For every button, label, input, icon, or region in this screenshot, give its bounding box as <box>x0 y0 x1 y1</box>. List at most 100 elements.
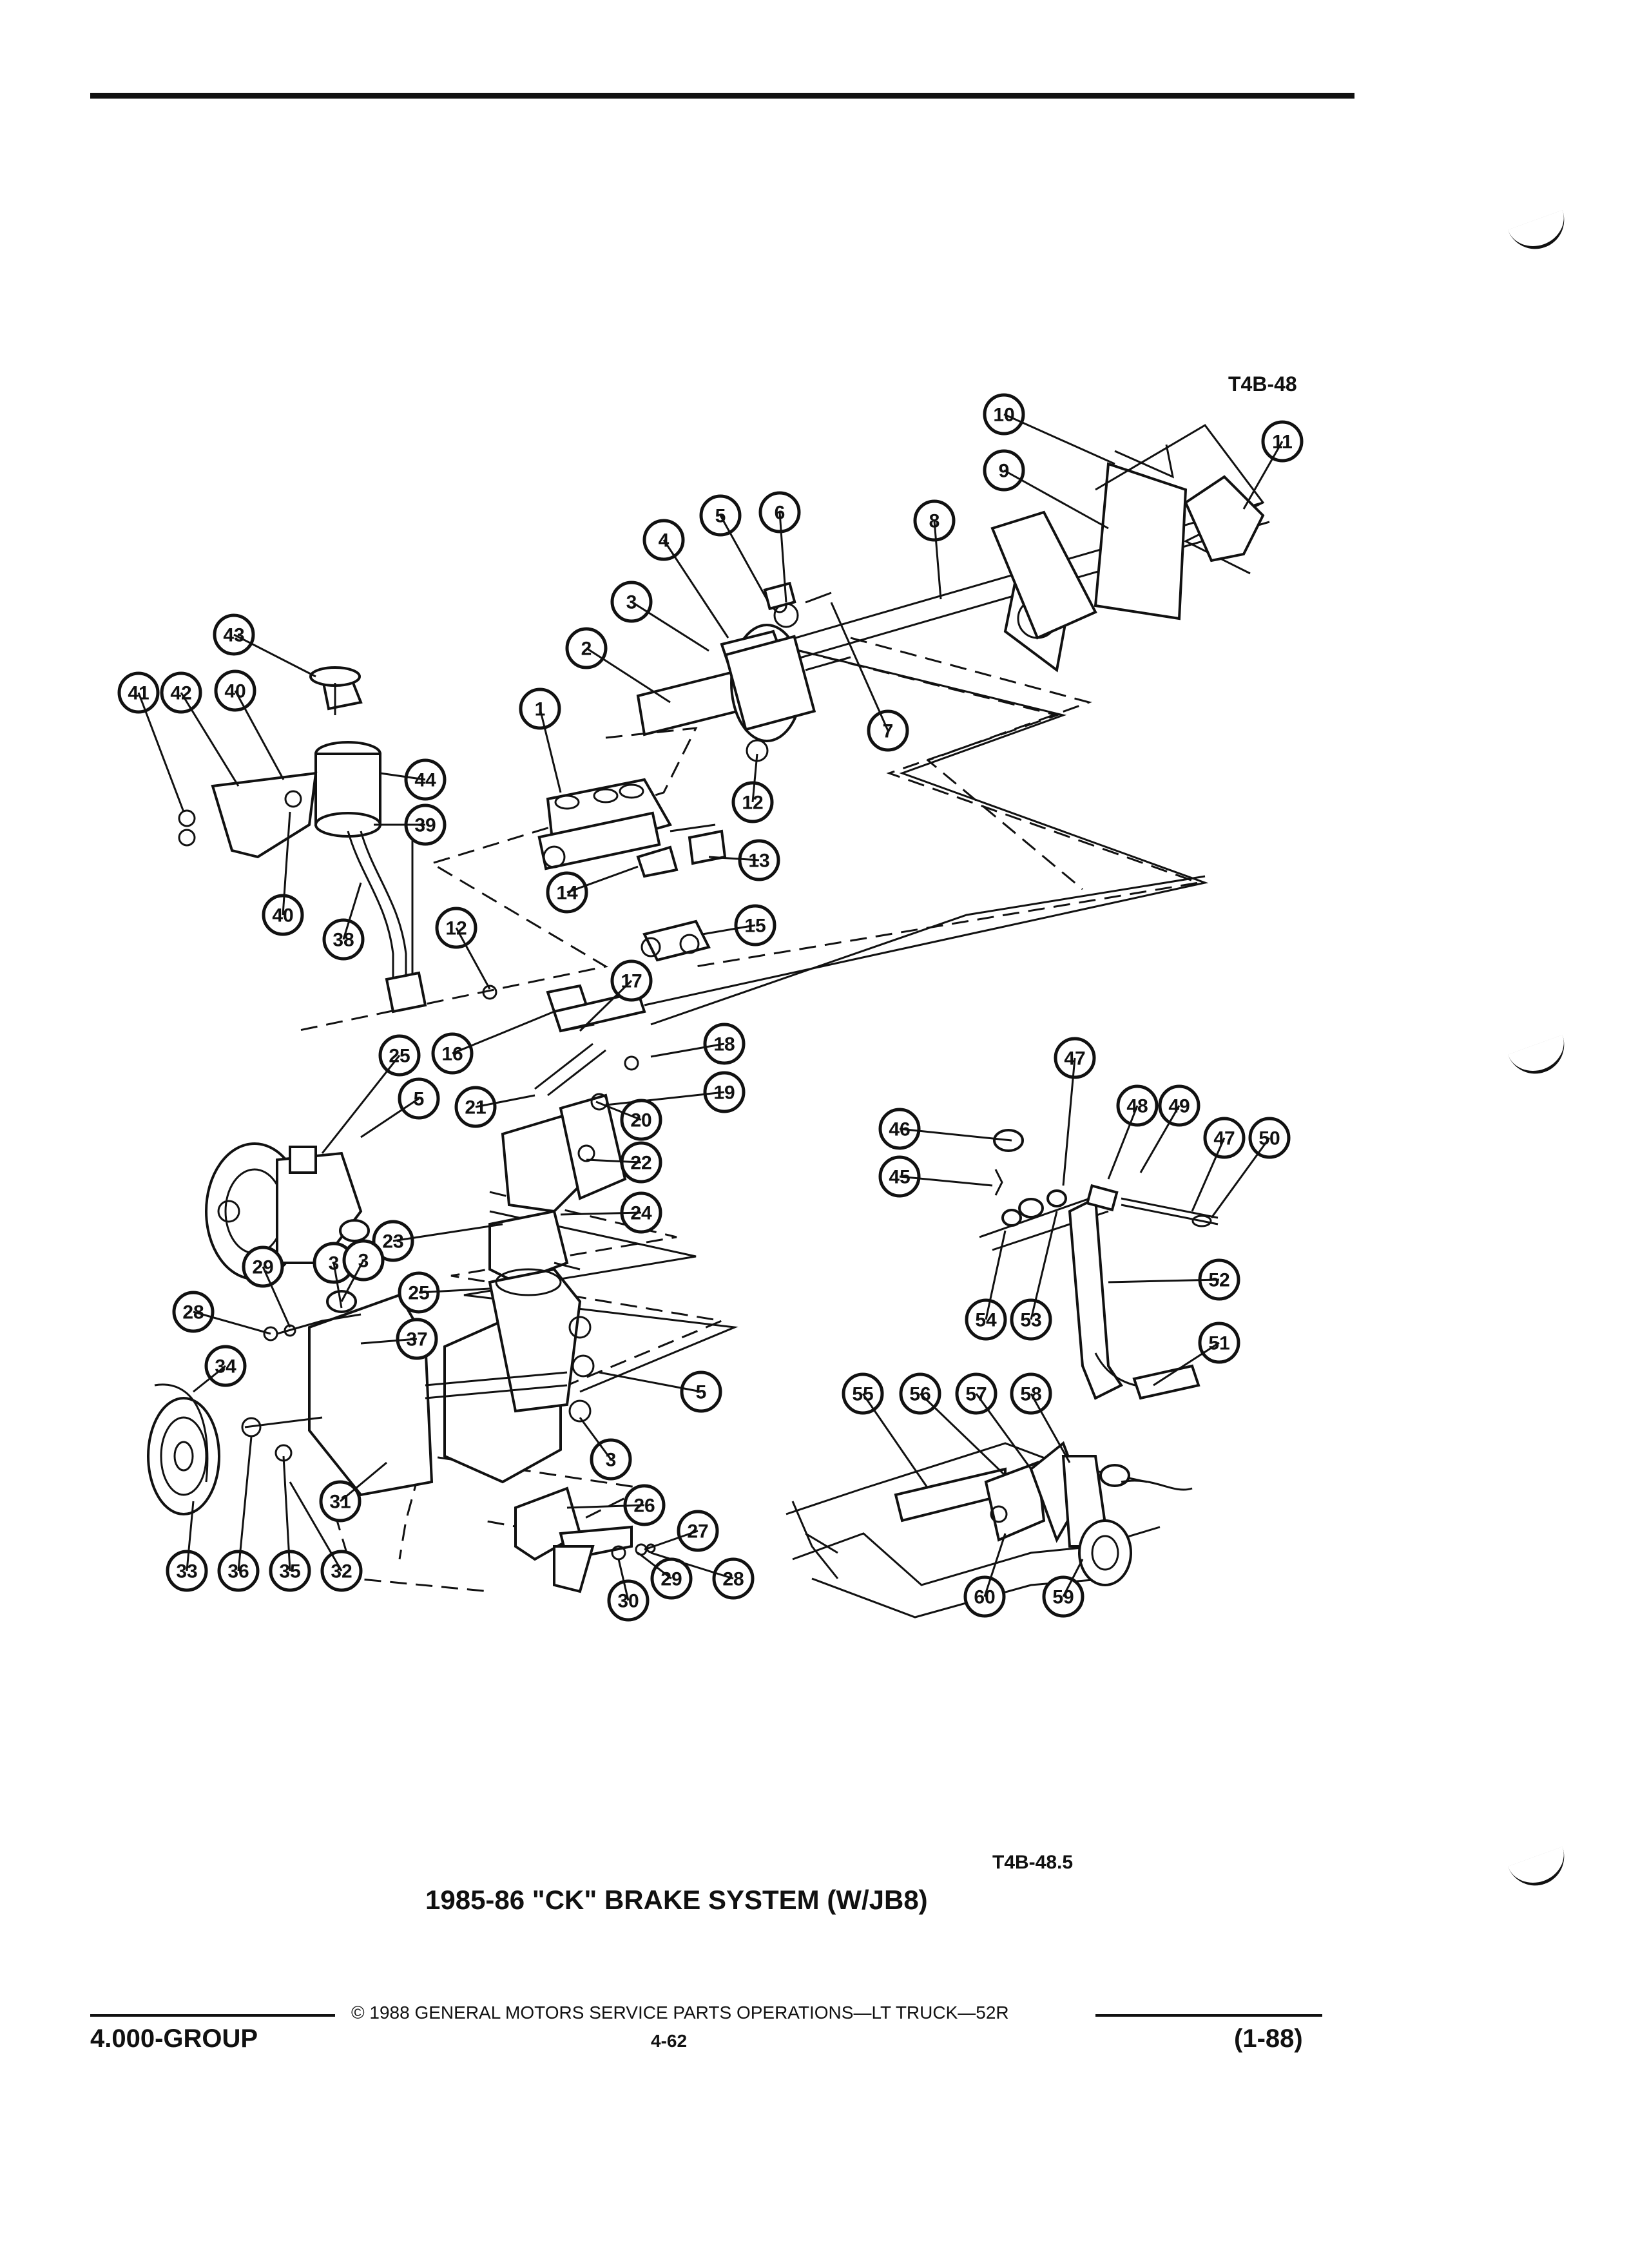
callout-leader-6 <box>778 512 787 603</box>
callout-leader-28 <box>650 1552 734 1580</box>
callout-leader-43 <box>233 633 316 678</box>
footer-copyright: © 1988 GENERAL MOTORS SERVICE PARTS OPER… <box>351 2003 1009 2023</box>
callout-leader-48 <box>1107 1105 1139 1180</box>
footer-rule-right <box>1095 2014 1322 2017</box>
callout-leader-41 <box>137 692 185 812</box>
callout-leader-21 <box>475 1094 535 1108</box>
callout-leader-25 <box>321 1055 401 1154</box>
callout-leader-45 <box>899 1175 993 1187</box>
callout-leader-3 <box>631 601 709 652</box>
header-rule <box>90 93 1354 99</box>
callout-leader-47 <box>1062 1057 1076 1186</box>
callout-leader-23 <box>392 1223 503 1242</box>
brake-pedal-assembly <box>979 1129 1219 1400</box>
callout-leader-33 <box>186 1501 195 1571</box>
callout-number: 59 <box>1052 1587 1074 1608</box>
callout-number: 28 <box>722 1569 744 1590</box>
callout-number: 22 <box>630 1153 651 1174</box>
callout-leader-47 <box>1191 1137 1226 1212</box>
callout-leader-59 <box>1062 1559 1084 1597</box>
callout-leader-46 <box>899 1128 1012 1142</box>
frame-linkage-assembly <box>786 1441 1193 1619</box>
callout-number: 14 <box>556 883 578 904</box>
callout-number: 53 <box>1020 1310 1041 1331</box>
hydro-boost-unit <box>205 1142 370 1313</box>
callout-leader-55 <box>862 1393 929 1489</box>
callout-leader-7 <box>830 602 889 731</box>
callout-leader-29 <box>637 1552 672 1580</box>
footer-page-number: 4-62 <box>651 2031 688 2051</box>
figure-title: 1985-86 "CK" BRAKE SYSTEM (W/JB8) <box>425 1885 928 1915</box>
footer-rule-left <box>90 2014 335 2017</box>
callout-leader-44 <box>380 772 426 781</box>
callout-number: 32 <box>331 1561 352 1582</box>
callout-number: 16 <box>441 1044 463 1065</box>
callout-leader-37 <box>360 1338 418 1345</box>
callout-leader-30 <box>617 1559 630 1601</box>
callout-leader-29 <box>262 1266 291 1328</box>
callout-leader-15 <box>702 924 756 936</box>
callout-leader-8 <box>933 520 942 600</box>
callout-leader-5 <box>599 1371 702 1393</box>
callout-leader-14 <box>566 865 639 894</box>
callout-leader-24 <box>560 1211 642 1216</box>
callout-leader-50 <box>1210 1137 1271 1218</box>
master-cylinder-assembly <box>636 581 851 762</box>
callout-leader-27 <box>644 1530 699 1551</box>
callout-leader-5 <box>719 515 768 600</box>
callout-leader-28 <box>193 1311 271 1335</box>
figure-code-top: T4B-48 <box>1228 372 1297 396</box>
figure-caption-code: T4B-48.5 <box>992 1852 1074 1873</box>
callout-38: 38 <box>322 918 365 961</box>
callout-leader-17 <box>579 979 633 1032</box>
callout-leader-51 <box>1153 1341 1220 1387</box>
callout-leader-56 <box>919 1392 1007 1477</box>
callout-number: 38 <box>333 930 354 951</box>
callout-leader-26 <box>566 1504 645 1509</box>
callout-leader-9 <box>1003 469 1109 530</box>
callout-number: 30 <box>617 1591 639 1612</box>
callout-leader-1 <box>539 708 562 793</box>
brake-lines-block <box>482 984 646 1284</box>
callout-leader-5 <box>360 1097 419 1139</box>
callout-number: 5 <box>696 1382 707 1403</box>
callout-number: 60 <box>974 1587 995 1608</box>
callout-leader-3 <box>579 1417 612 1460</box>
callout-leader-4 <box>662 539 729 639</box>
callout-number: 44 <box>414 770 436 791</box>
callout-leader-16 <box>452 1010 555 1055</box>
callout-leader-60 <box>983 1533 1007 1597</box>
callout-leader-35 <box>282 1456 291 1571</box>
callout-leader-10 <box>1003 413 1115 465</box>
callout-41: 41 <box>117 671 160 714</box>
callout-leader-13 <box>708 856 760 861</box>
callout-leader-22 <box>586 1158 642 1164</box>
callout-number: 54 <box>975 1310 997 1331</box>
callout-leader-3 <box>333 1262 343 1309</box>
callout-12: 12 <box>435 907 477 949</box>
callout-leader-3 <box>340 1260 365 1302</box>
footer-date: (1-88) <box>1234 2024 1303 2053</box>
callout-leader-40 <box>234 690 285 780</box>
callout-leader-40 <box>282 811 291 916</box>
callout-leader-34 <box>193 1365 226 1393</box>
callout-number: 13 <box>748 850 769 872</box>
callout-leader-25 <box>418 1287 490 1294</box>
callout-leader-57 <box>975 1393 1032 1470</box>
callout-leader-52 <box>1108 1278 1220 1283</box>
callout-number: 21 <box>465 1097 486 1119</box>
callout-leader-42 <box>180 692 240 787</box>
callout-leader-31 <box>340 1461 387 1503</box>
callout-leader-2 <box>586 647 671 704</box>
callout-leader-53 <box>1030 1211 1058 1320</box>
callout-40: 40 <box>214 669 256 712</box>
callout-leader-32 <box>289 1481 343 1571</box>
callout-number: 3 <box>606 1450 617 1471</box>
fluid-reservoir <box>178 666 427 1014</box>
callout-number: 25 <box>408 1283 429 1304</box>
callout-leader-49 <box>1139 1105 1181 1173</box>
callout-leader-18 <box>650 1043 725 1058</box>
callout-42: 42 <box>160 671 202 714</box>
steering-shaft <box>773 424 1270 673</box>
